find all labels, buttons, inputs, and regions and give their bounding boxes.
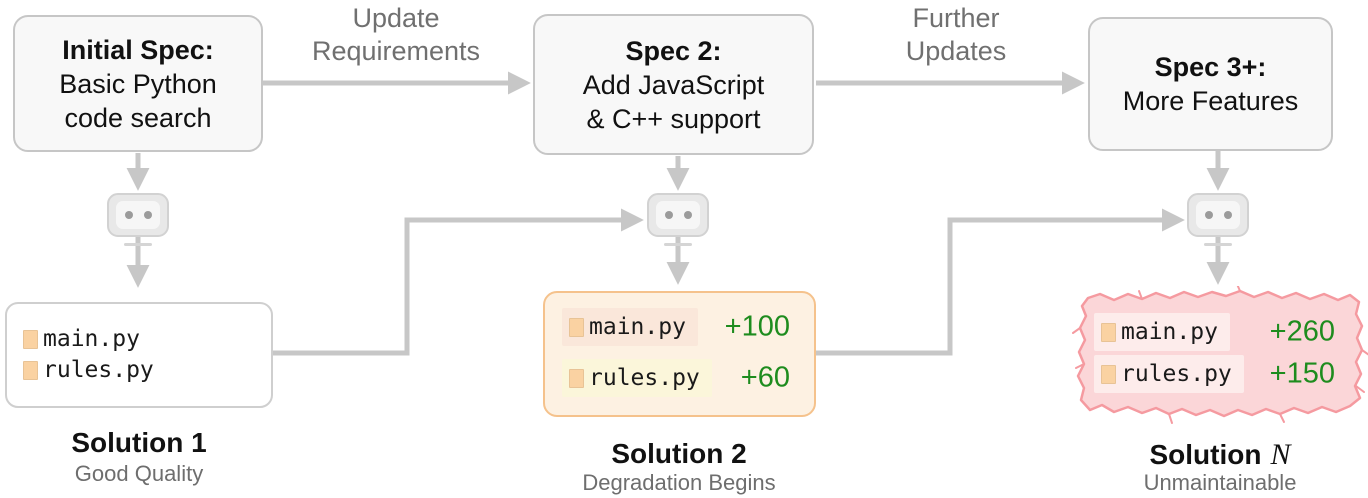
solution-label-text: Solution 1	[71, 427, 207, 458]
robot-agent-icon	[647, 193, 709, 251]
solution2-subtitle: Degradation Begins	[582, 470, 776, 495]
spec-title: Spec 3+:	[1154, 52, 1267, 82]
spec-line: More Features	[1122, 86, 1299, 116]
file-icon	[23, 329, 38, 349]
solution2-card: main.py +100 rules.py +60	[543, 291, 816, 417]
robot-neck	[124, 243, 152, 246]
file-icon	[569, 368, 584, 388]
file-row: rules.py +60	[562, 359, 814, 397]
file-chip: rules.py	[562, 359, 712, 397]
file-name: main.py	[43, 326, 140, 352]
solutionN-subtitle: Unmaintainable	[1143, 470, 1297, 495]
file-name: rules.py	[589, 365, 700, 391]
file-name: rules.py	[43, 357, 154, 383]
robot-eye	[143, 211, 152, 219]
spec-box-3plus: Spec 3+: More Features	[1088, 17, 1333, 151]
solution-label-suffix: N	[1270, 438, 1291, 471]
file-chip: main.py	[23, 326, 140, 352]
file-chip: rules.py	[23, 357, 154, 383]
transition-line: Further	[912, 3, 1000, 33]
solution1-label: Solution 1	[14, 427, 264, 459]
spec-line: Add JavaScript	[582, 69, 765, 100]
solution2-label: Solution 2	[554, 438, 804, 470]
transition-label-update-requirements: Update Requirements	[256, 2, 536, 68]
robot-neck	[1204, 243, 1232, 246]
transition-line: Update	[352, 3, 440, 33]
file-row: main.py	[23, 326, 271, 352]
robot-head	[1187, 193, 1249, 237]
file-icon	[569, 317, 584, 337]
file-chip: main.py	[1094, 313, 1230, 351]
file-chip: rules.py	[1094, 355, 1244, 393]
spec-line: code search	[64, 102, 212, 133]
diff-count: +100	[724, 310, 790, 343]
robot-agent-icon	[107, 193, 169, 251]
robot-face	[116, 201, 160, 229]
file-icon	[1101, 364, 1116, 384]
diff-count: +260	[1269, 315, 1335, 348]
robot-eye	[1223, 211, 1232, 219]
file-name: rules.py	[1121, 361, 1232, 387]
spec-title: Spec 2:	[625, 35, 722, 66]
robot-agent-icon	[1187, 193, 1249, 251]
spec-box-initial: Initial Spec: Basic Python code search	[13, 15, 263, 152]
file-name: main.py	[1121, 319, 1218, 345]
diff-count: +150	[1269, 357, 1335, 390]
robot-eye	[124, 211, 133, 219]
file-icon	[23, 360, 38, 380]
solution-label-text: Solution	[1149, 439, 1262, 470]
arrow-solution1-to-robot2	[273, 208, 644, 356]
solution1-card: main.py rules.py	[5, 302, 273, 408]
robot-head	[107, 193, 169, 237]
robot-eye	[1204, 211, 1213, 219]
file-row: rules.py	[23, 357, 271, 383]
solutionN-label: Solution N	[1095, 438, 1345, 472]
spec-title: Initial Spec:	[62, 34, 214, 65]
file-row: main.py +260	[1094, 313, 1342, 351]
file-icon	[1101, 322, 1116, 342]
solutionN-card: main.py +260 rules.py +150	[1094, 313, 1342, 393]
file-row: rules.py +150	[1094, 355, 1342, 393]
spec-box-2: Spec 2: Add JavaScript & C++ support	[533, 14, 814, 155]
robot-face	[1196, 201, 1240, 229]
file-name: main.py	[589, 314, 686, 340]
robot-face	[656, 201, 700, 229]
spec-line: & C++ support	[586, 103, 761, 134]
solution1-subtitle: Good Quality	[74, 461, 204, 486]
file-chip: main.py	[562, 308, 698, 346]
transition-line: Updates	[905, 36, 1007, 66]
robot-eye	[683, 211, 692, 219]
file-row: main.py +100	[562, 308, 814, 346]
arrow-solution2-to-robot3	[816, 208, 1185, 356]
solution-label-text: Solution 2	[611, 438, 747, 469]
robot-head	[647, 193, 709, 237]
robot-eye	[664, 211, 673, 219]
transition-label-further-updates: Further Updates	[816, 2, 1096, 68]
robot-neck	[664, 243, 692, 246]
spec-line: Basic Python	[59, 68, 217, 99]
transition-line: Requirements	[311, 36, 481, 66]
diff-count: +60	[740, 361, 790, 394]
